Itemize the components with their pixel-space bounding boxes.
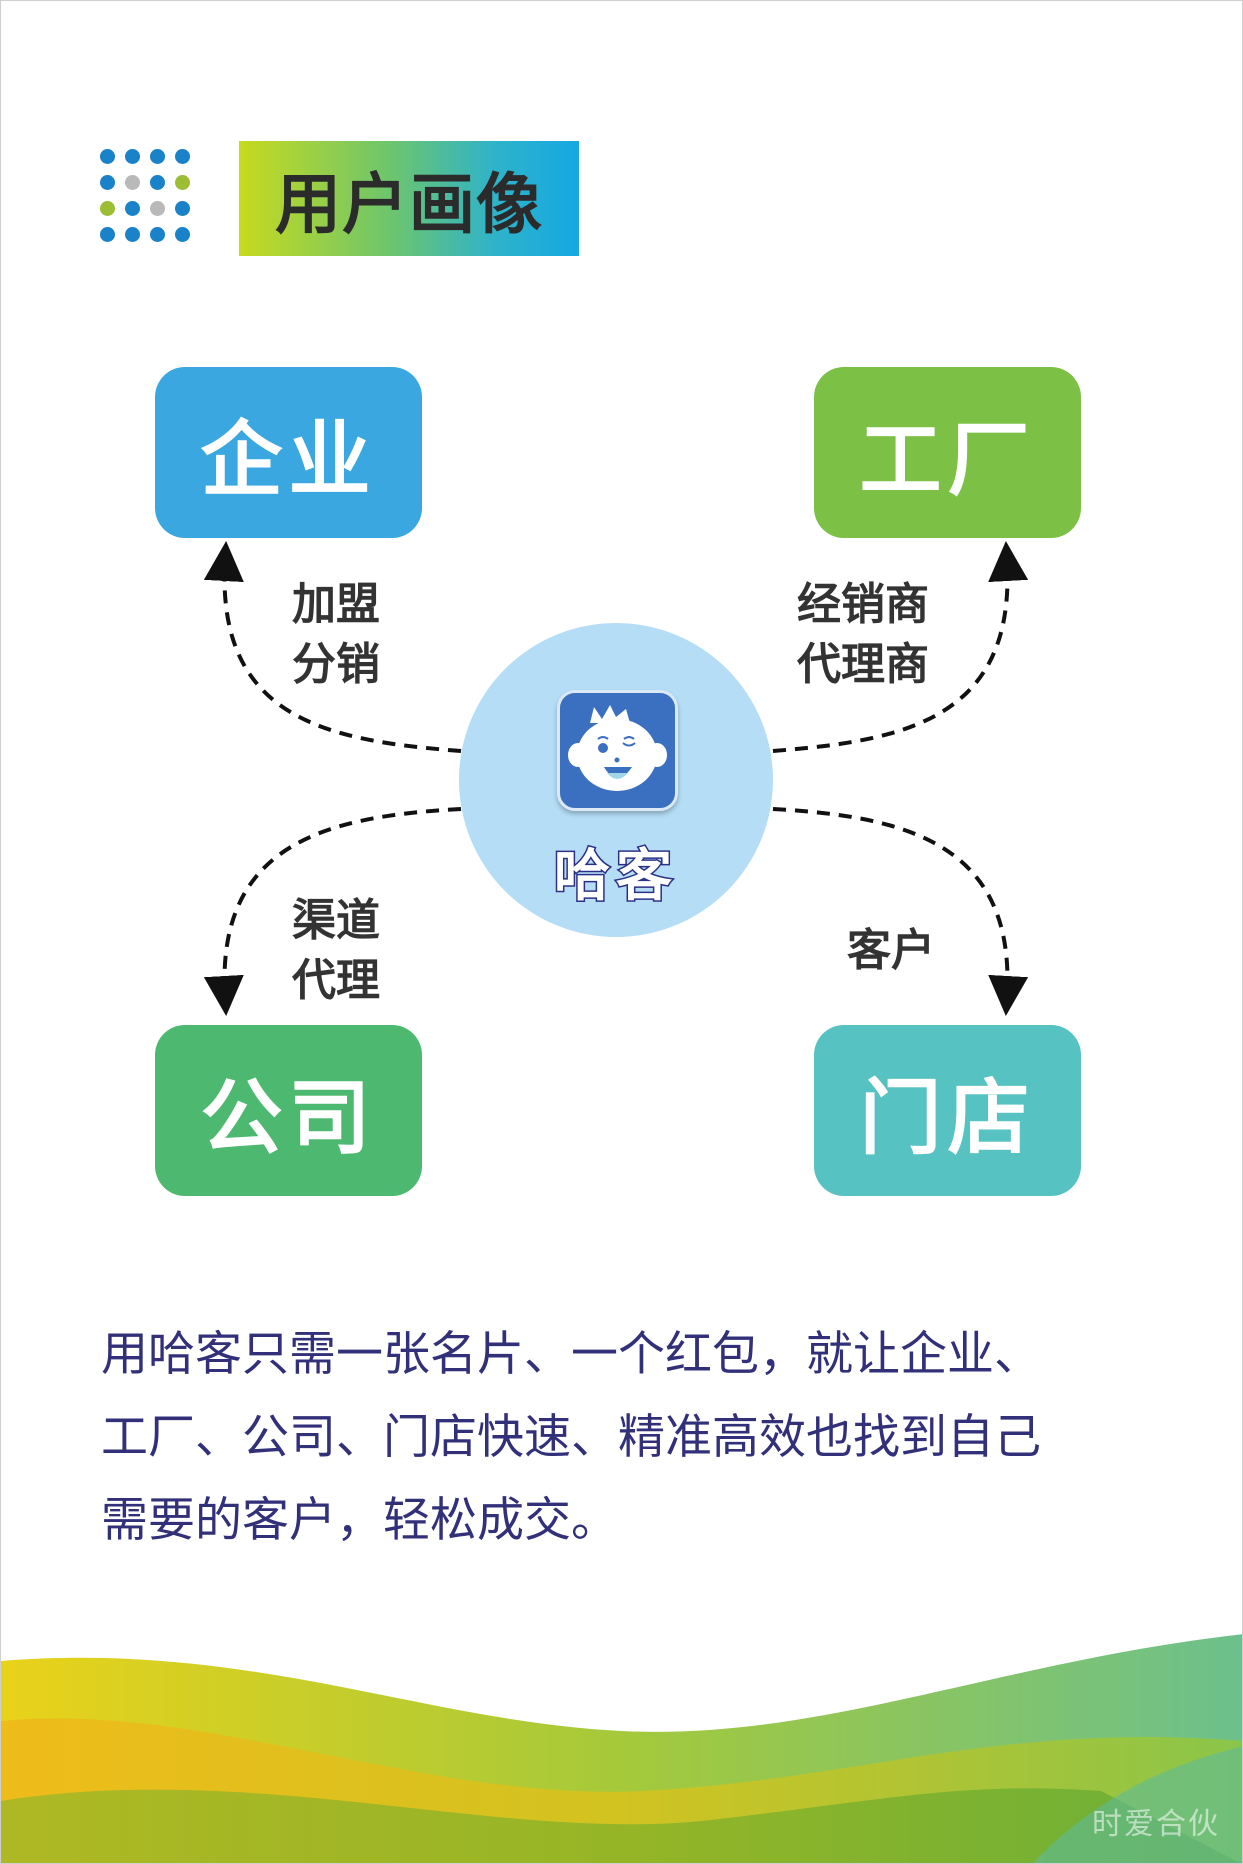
label-line: 加盟 <box>292 579 380 630</box>
description-line: 用哈客只需一张名片、一个红包，就让企业、 <box>101 1327 1041 1382</box>
connector-bottom-right <box>772 807 1029 1016</box>
wave-teal <box>1032 1746 1242 1863</box>
connector-top-right <box>772 541 1029 753</box>
wave-front <box>1 1788 1241 1863</box>
dot-grid-icon <box>95 143 195 247</box>
connector-bottom-left <box>203 807 462 1016</box>
watermark: 时爱合伙 <box>1092 1807 1220 1842</box>
description-line: 需要的客户，轻松成交。 <box>101 1493 618 1548</box>
link-label-top-left: 加盟 分销 <box>292 575 380 695</box>
mascot-face-icon <box>557 690 678 811</box>
node-store: 门店 <box>814 1025 1081 1196</box>
label-line: 分销 <box>292 639 380 690</box>
title-banner: 用户画像 <box>239 141 579 256</box>
brand-name: 哈客 <box>553 843 678 911</box>
connector-top-left <box>203 541 462 753</box>
node-company: 公司 <box>155 1025 422 1196</box>
page-title: 用户画像 <box>275 165 543 243</box>
link-label-top-right: 经销商 代理商 <box>797 575 929 695</box>
link-label-bottom-left: 渠道 代理 <box>292 891 380 1011</box>
link-label-bottom-right: 客户 <box>847 921 935 981</box>
node-factory: 工厂 <box>814 367 1081 538</box>
label-line: 代理 <box>292 955 380 1006</box>
label-line: 客户 <box>847 925 935 976</box>
description: 用哈客只需一张名片、一个红包，就让企业、 工厂、公司、门店快速、精准高效也找到自… <box>101 1313 1161 1562</box>
description-line: 工厂、公司、门店快速、精准高效也找到自己 <box>101 1410 1041 1465</box>
label-line: 经销商 <box>797 579 929 630</box>
label-line: 渠道 <box>292 895 380 946</box>
node-enterprise: 企业 <box>155 367 422 538</box>
label-line: 代理商 <box>797 639 929 690</box>
